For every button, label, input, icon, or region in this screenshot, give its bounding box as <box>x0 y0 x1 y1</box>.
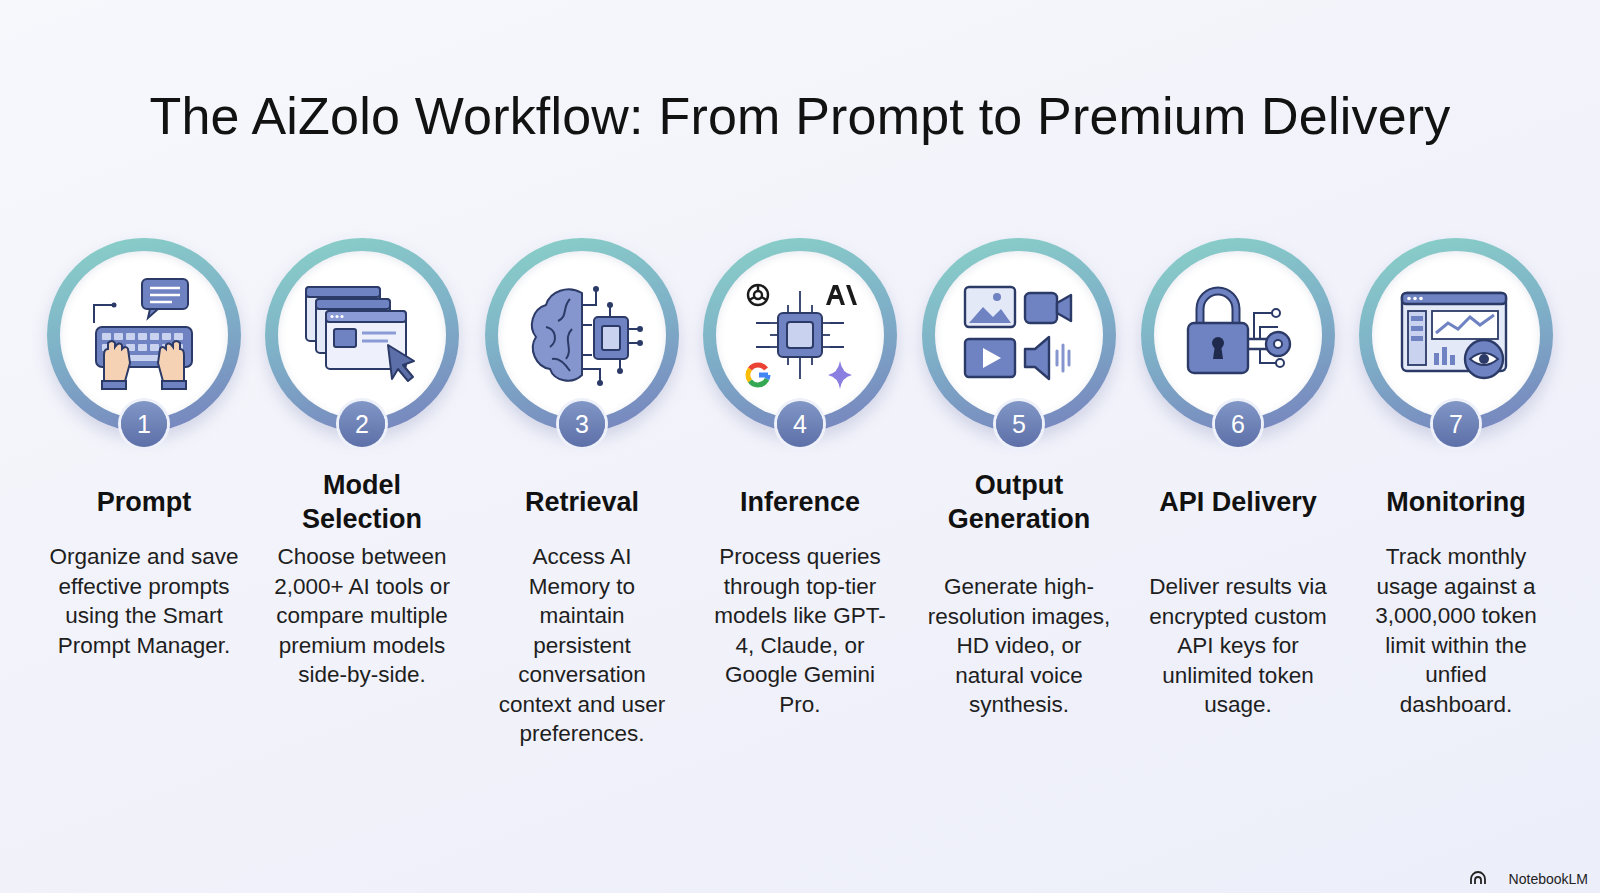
step-number: 5 <box>996 401 1042 447</box>
circle-inner-disk <box>1154 251 1322 419</box>
circle-inner-disk <box>1372 251 1540 419</box>
step-circle: 3RetrievalAccess AI Memory to maintain p… <box>485 238 679 432</box>
step-number: 4 <box>777 401 823 447</box>
model-chip-icon <box>748 285 857 389</box>
media-icon <box>965 287 1071 379</box>
step-circle: 7MonitoringTrack monthly usage against a… <box>1359 238 1553 432</box>
step-circle: 4InferenceProcess queries through top-ti… <box>703 238 897 432</box>
circle-inner-disk <box>498 251 666 419</box>
step-circle: 6API DeliveryDeliver results via encrypt… <box>1141 238 1335 432</box>
step-number: 6 <box>1215 401 1261 447</box>
step-description: Access AI Memory to maintain persistent … <box>491 542 673 749</box>
step-number: 2 <box>339 401 385 447</box>
step-circle: 5Output GenerationGenerate high-resoluti… <box>922 238 1116 432</box>
step-description: Organize and save effective prompts usin… <box>48 542 240 660</box>
step-description: Choose between 2,000+ AI tools or compar… <box>269 542 455 690</box>
circle-inner-disk <box>278 251 446 419</box>
brain-chip-icon <box>532 286 643 386</box>
watermark-label: NotebookLM <box>1509 871 1588 887</box>
step-description: Track monthly usage against a 3,000,000 … <box>1371 542 1541 719</box>
step-heading: Model Selection <box>272 462 452 542</box>
step-heading: Prompt <box>54 462 234 542</box>
step-circle: 1PromptOrganize and save effective promp… <box>47 238 241 432</box>
lock-key-icon <box>1188 291 1290 373</box>
keyboard-icon <box>94 279 192 389</box>
circle-inner-disk <box>935 251 1103 419</box>
watermark-glyph <box>1471 872 1485 884</box>
step-number: 3 <box>559 401 605 447</box>
step-description: Generate high-resolution images, HD vide… <box>926 572 1112 720</box>
step-description: Process queries through top-tier models … <box>710 542 890 719</box>
step-heading: API Delivery <box>1148 462 1328 542</box>
step-heading: Output Generation <box>929 462 1109 542</box>
step-number: 1 <box>121 401 167 447</box>
dashboard-icon <box>1402 293 1506 378</box>
step-heading: Monitoring <box>1366 462 1546 542</box>
circle-inner-disk <box>716 251 884 419</box>
windows-icon <box>306 287 414 381</box>
circle-inner-disk <box>60 251 228 419</box>
step-circle: 2Model SelectionChoose between 2,000+ AI… <box>265 238 459 432</box>
step-heading: Retrieval <box>492 462 672 542</box>
step-description: Deliver results via encrypted custom API… <box>1147 572 1329 720</box>
step-heading: Inference <box>710 462 890 542</box>
diagram-title: The AiZolo Workflow: From Prompt to Prem… <box>0 86 1600 146</box>
step-number: 7 <box>1433 401 1479 447</box>
